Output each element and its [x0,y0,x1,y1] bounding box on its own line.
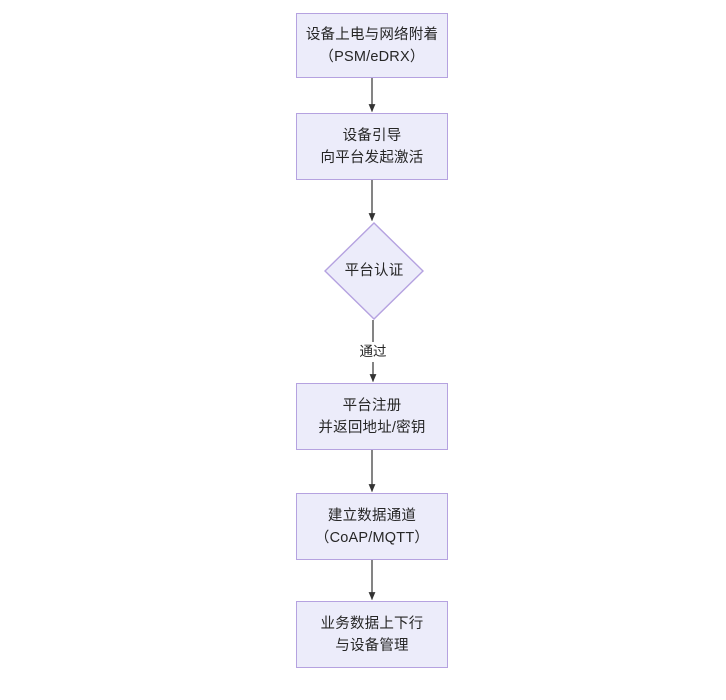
node-power-on-line2: （PSM/eDRX） [319,48,425,65]
node-platform-register-line1: 平台注册 [342,397,402,414]
node-service-data-line1: 业务数据上下行 [320,615,424,632]
node-platform-auth[interactable]: 平台认证 [324,222,424,320]
diamond-shape [324,222,424,320]
node-power-on-line1: 设备上电与网络附着 [305,26,439,43]
node-bootstrap-line2: 向平台发起激活 [320,149,424,166]
node-service-data-line2: 与设备管理 [335,637,409,654]
node-platform-auth-label: 平台认证 [344,263,404,279]
node-bootstrap-line1: 设备引导 [342,127,402,144]
node-bootstrap[interactable]: 设备引导 向平台发起激活 [296,113,448,180]
node-data-channel-line2: （CoAP/MQTT） [314,529,430,546]
node-service-data[interactable]: 业务数据上下行 与设备管理 [296,601,448,668]
node-data-channel-line1: 建立数据通道 [327,507,417,524]
edge-label-pass: 通过 [356,342,390,362]
node-platform-register[interactable]: 平台注册 并返回地址/密钥 [296,383,448,450]
node-power-on[interactable]: 设备上电与网络附着 （PSM/eDRX） [296,13,448,78]
node-data-channel[interactable]: 建立数据通道 （CoAP/MQTT） [296,493,448,560]
node-platform-register-line2: 并返回地址/密钥 [318,419,426,436]
